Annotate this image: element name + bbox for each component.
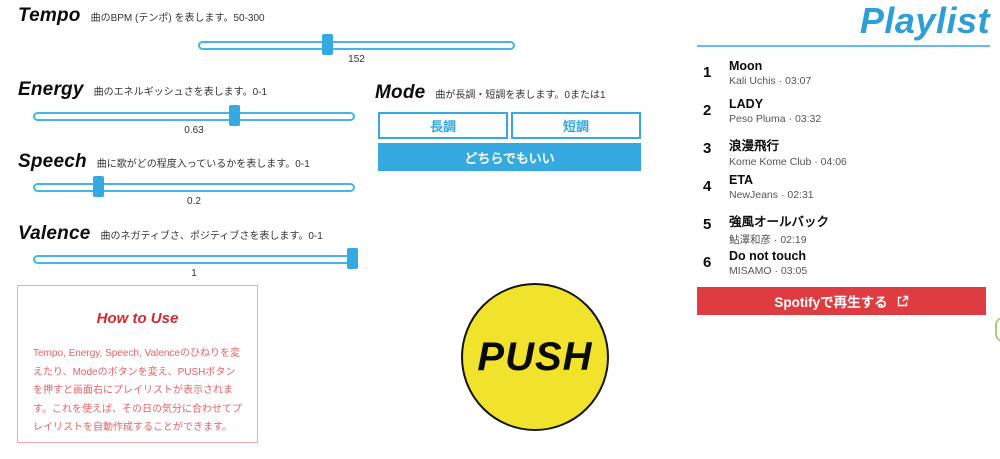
tempo-slider-thumb[interactable] bbox=[321, 34, 333, 55]
valence-description: 曲のネガティブさ、ポジティブさを表します。0-1 bbox=[100, 231, 323, 242]
track-number: 6 bbox=[703, 254, 712, 271]
track-row[interactable]: 2 LADY Peso Pluma · 03:32 bbox=[697, 96, 990, 134]
playlist-track-list: 1 Moon Kali Uchis · 03:07 2 LADY Peso Pl… bbox=[697, 58, 990, 286]
speech-slider[interactable] bbox=[33, 176, 355, 197]
how-to-use-body: Tempo, Energy, Speech, Valenceのひねりを変えたり、… bbox=[33, 348, 242, 433]
track-meta: MISAMO · 03:05 bbox=[729, 265, 808, 277]
push-button-label: PUSH bbox=[477, 334, 593, 379]
track-meta: Kome Kome Club · 04:06 bbox=[729, 156, 847, 168]
tempo-value: 152 bbox=[348, 54, 365, 65]
speech-title: Speech bbox=[18, 151, 87, 172]
track-title: ETA bbox=[729, 173, 754, 187]
track-row[interactable]: 3 浪漫飛行 Kome Kome Club · 04:06 bbox=[697, 134, 990, 172]
tempo-description: 曲のBPM (テンポ) を表します。50-300 bbox=[90, 13, 265, 24]
external-link-icon bbox=[897, 295, 908, 307]
mode-section-header: Mode 曲が長調・短調を表します。0または1 bbox=[375, 82, 606, 104]
spotify-play-button[interactable]: Spotifyで再生する bbox=[697, 287, 986, 315]
mode-major-button[interactable]: 長調 bbox=[378, 112, 508, 139]
track-meta: NewJeans · 02:31 bbox=[729, 189, 814, 201]
track-title: LADY bbox=[729, 97, 764, 111]
track-number: 3 bbox=[703, 140, 712, 157]
track-number: 5 bbox=[703, 216, 712, 233]
mode-description: 曲が長調・短調を表します。0または1 bbox=[435, 90, 606, 101]
valence-slider-thumb[interactable] bbox=[347, 248, 358, 269]
track-row[interactable]: 5 強風オールバック 鮎澤和彦 · 02:19 bbox=[697, 210, 990, 248]
playlist-divider bbox=[697, 45, 990, 47]
mode-either-button[interactable]: どちらでもいい bbox=[378, 143, 641, 171]
track-number: 1 bbox=[703, 64, 712, 81]
energy-slider-thumb[interactable] bbox=[229, 105, 241, 126]
track-row[interactable]: 1 Moon Kali Uchis · 03:07 bbox=[697, 58, 990, 96]
track-title: 強風オールバック bbox=[729, 215, 830, 229]
valence-value: 1 bbox=[191, 268, 197, 279]
spotify-play-label: Spotifyで再生する bbox=[774, 295, 888, 310]
track-number: 2 bbox=[703, 102, 712, 119]
energy-description: 曲のエネルギッシュさを表します。0-1 bbox=[93, 87, 268, 98]
clipped-green-button[interactable] bbox=[995, 317, 1000, 342]
track-title: 浪漫飛行 bbox=[729, 139, 780, 153]
speech-value: 0.2 bbox=[187, 196, 201, 207]
track-row[interactable]: 6 Do not touch MISAMO · 03:05 bbox=[697, 248, 990, 286]
track-meta: Kali Uchis · 03:07 bbox=[729, 75, 812, 87]
mode-title: Mode bbox=[375, 82, 426, 103]
how-to-use-title: How to Use bbox=[96, 310, 179, 327]
track-meta: 鮎澤和彦 · 02:19 bbox=[729, 234, 807, 246]
energy-title: Energy bbox=[18, 79, 84, 100]
energy-value: 0.63 bbox=[184, 125, 204, 136]
tempo-slider[interactable] bbox=[198, 34, 515, 55]
mode-minor-button[interactable]: 短調 bbox=[511, 112, 641, 139]
speech-section-header: Speech 曲に歌がどの程度入っているかを表します。0-1 bbox=[18, 151, 310, 173]
speech-description: 曲に歌がどの程度入っているかを表します。0-1 bbox=[96, 159, 310, 170]
speech-slider-thumb[interactable] bbox=[92, 176, 104, 197]
tempo-section-header: Tempo 曲のBPM (テンポ) を表します。50-300 bbox=[18, 5, 265, 27]
valence-section-header: Valence 曲のネガティブさ、ポジティブさを表します。0-1 bbox=[18, 223, 323, 245]
track-title: Moon bbox=[729, 59, 763, 73]
push-button[interactable]: PUSH bbox=[461, 283, 609, 431]
energy-slider[interactable] bbox=[33, 105, 355, 126]
playlist-title: Playlist bbox=[859, 0, 990, 41]
energy-section-header: Energy 曲のエネルギッシュさを表します。0-1 bbox=[18, 79, 267, 101]
track-title: Do not touch bbox=[729, 249, 807, 263]
how-to-use-box: How to Use Tempo, Energy, Speech, Valenc… bbox=[17, 285, 258, 443]
track-number: 4 bbox=[703, 178, 712, 195]
tempo-title: Tempo bbox=[18, 5, 81, 26]
track-row[interactable]: 4 ETA NewJeans · 02:31 bbox=[697, 172, 990, 210]
valence-slider[interactable] bbox=[33, 248, 358, 269]
valence-title: Valence bbox=[18, 223, 91, 244]
track-meta: Peso Pluma · 03:32 bbox=[729, 113, 822, 125]
